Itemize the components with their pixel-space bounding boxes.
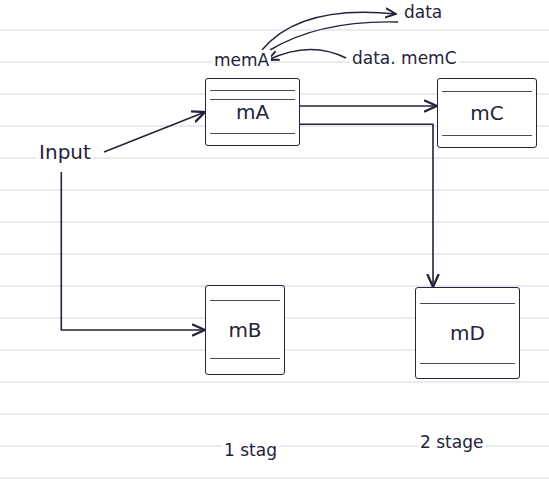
memory-row bbox=[210, 133, 295, 134]
memory-row bbox=[210, 358, 280, 359]
memory-block: mB bbox=[205, 285, 285, 375]
memory-row bbox=[442, 135, 532, 136]
memory-block: mA bbox=[205, 78, 300, 146]
data-curve bbox=[270, 22, 398, 50]
memory-row bbox=[420, 303, 515, 304]
flow-arrow bbox=[300, 124, 433, 287]
memory-row bbox=[420, 363, 515, 364]
node-text: Input bbox=[37, 140, 93, 164]
stage-label: 2 stage bbox=[418, 432, 485, 452]
node-text: mD bbox=[448, 321, 487, 345]
node-text: mB bbox=[226, 318, 263, 342]
stage-label: 1 stag bbox=[222, 440, 279, 460]
data-curve bbox=[262, 12, 396, 50]
node-text: mC bbox=[468, 101, 505, 125]
flow-arrow bbox=[300, 105, 437, 107]
memory-row bbox=[210, 300, 280, 301]
flow-arrow bbox=[104, 112, 205, 152]
memory-block: mD bbox=[415, 287, 520, 379]
memory-row bbox=[442, 91, 532, 92]
memory-block: mC bbox=[437, 78, 537, 148]
flow-arrow bbox=[61, 172, 205, 330]
node-text: mA bbox=[234, 100, 271, 124]
memory-label: memA bbox=[212, 50, 271, 70]
data-label: data. memC bbox=[350, 48, 459, 68]
input-source: Input bbox=[28, 134, 102, 170]
memc-return-curve bbox=[268, 49, 346, 60]
memory-row bbox=[210, 90, 295, 91]
data-label: data bbox=[402, 2, 444, 22]
